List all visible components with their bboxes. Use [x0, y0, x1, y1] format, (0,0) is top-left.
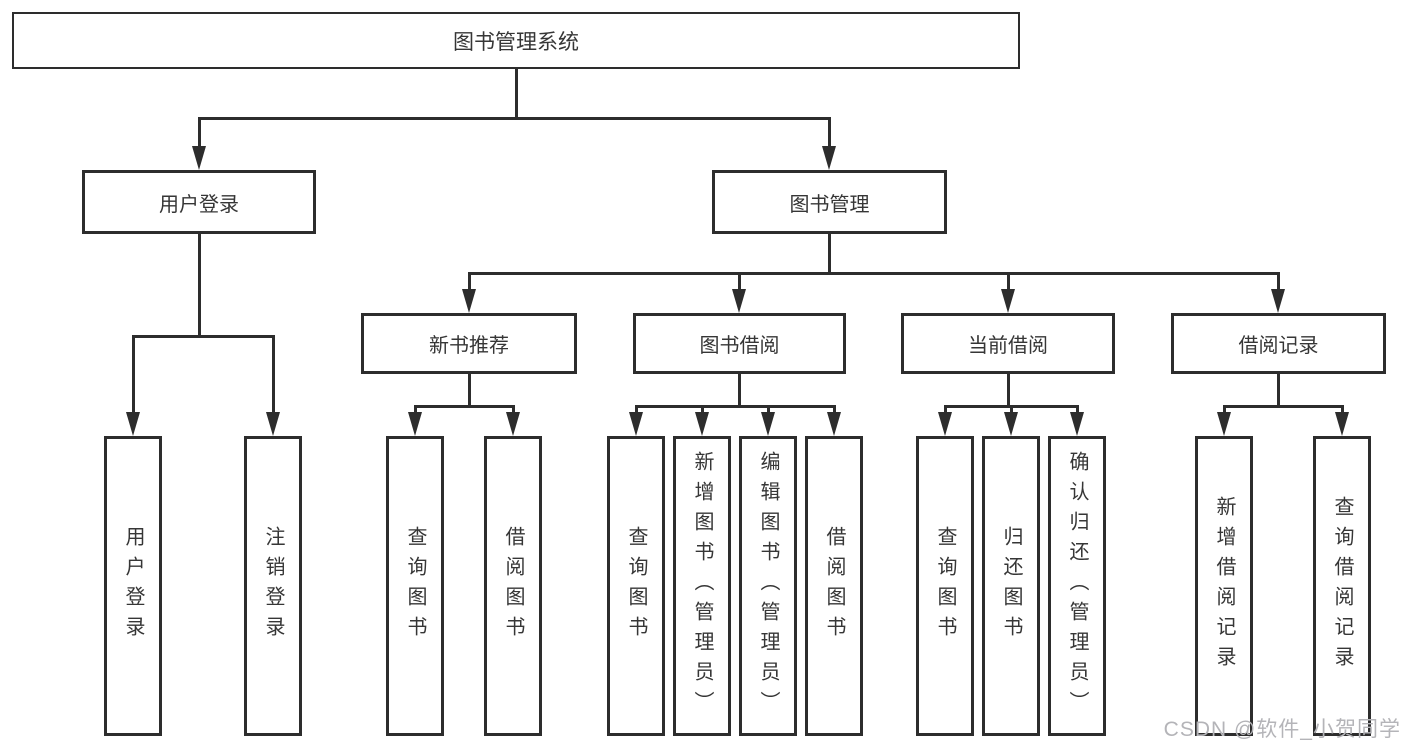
node-leaf-add-borrow-record: 新增借阅记录 — [1195, 436, 1253, 736]
connector-line — [198, 117, 831, 120]
connector-line — [198, 234, 201, 338]
arrowhead-icon — [629, 412, 643, 436]
node-leaf-edit-book-admin: 编辑图书（管理员） — [739, 436, 797, 736]
node-new-book-recommend: 新书推荐 — [361, 313, 577, 374]
node-label: 查询借阅记录 — [1331, 496, 1353, 676]
node-label: 用户登录 — [159, 193, 239, 216]
connector-line — [1007, 272, 1010, 293]
connector-line — [1007, 374, 1010, 408]
node-book-management: 图书管理 — [712, 170, 947, 234]
arrowhead-icon — [1335, 412, 1349, 436]
node-label: 归还图书 — [1000, 526, 1022, 646]
connector-line — [767, 405, 770, 417]
node-leaf-borrow-books: 借阅图书 — [484, 436, 542, 736]
connector-line — [738, 272, 741, 293]
node-leaf-confirm-return-admin: 确认归还（管理员） — [1048, 436, 1106, 736]
node-current-borrow: 当前借阅 — [901, 313, 1115, 374]
connector-line — [1076, 405, 1079, 417]
node-label: 查询图书 — [404, 526, 426, 646]
connector-line — [1223, 405, 1226, 417]
node-label: 借阅记录 — [1238, 335, 1319, 357]
connector-line — [1341, 405, 1344, 417]
arrowhead-icon — [408, 412, 422, 436]
csdn-watermark: CSDN @软件_小贺同学 — [1163, 718, 1401, 741]
node-label: 用户登录 — [122, 526, 144, 646]
arrowhead-icon — [695, 412, 709, 436]
arrowhead-icon — [938, 412, 952, 436]
node-label: 新增借阅记录 — [1213, 496, 1235, 676]
connector-line — [1277, 374, 1280, 408]
node-leaf-return-books: 归还图书 — [982, 436, 1040, 736]
arrowhead-icon — [192, 146, 206, 170]
connector-line — [833, 405, 836, 417]
node-label: 借阅图书 — [823, 526, 845, 646]
arrowhead-icon — [732, 289, 746, 313]
arrowhead-icon — [1217, 412, 1231, 436]
arrowhead-icon — [126, 412, 140, 436]
connector-line — [635, 405, 638, 417]
node-label: 注销登录 — [262, 526, 284, 646]
connector-line — [738, 374, 741, 408]
connector-line — [944, 405, 947, 417]
arrowhead-icon — [827, 412, 841, 436]
node-leaf-query-books: 查询图书 — [607, 436, 665, 736]
node-borrow-records: 借阅记录 — [1171, 313, 1386, 374]
arrowhead-icon — [462, 289, 476, 313]
node-label: 新书推荐 — [429, 335, 509, 357]
connector-line — [414, 405, 417, 417]
node-label: 图书管理 — [789, 193, 870, 216]
arrowhead-icon — [1070, 412, 1084, 436]
node-leaf-query-borrow-record: 查询借阅记录 — [1313, 436, 1371, 736]
arrowhead-icon — [1271, 289, 1285, 313]
connector-line — [468, 272, 1280, 275]
arrowhead-icon — [506, 412, 520, 436]
arrowhead-icon — [822, 146, 836, 170]
connector-line — [515, 68, 518, 120]
connector-line — [132, 335, 275, 338]
arrowhead-icon — [761, 412, 775, 436]
node-label: 当前借阅 — [968, 335, 1048, 357]
node-leaf-user-login: 用户登录 — [104, 436, 162, 736]
connector-line — [701, 405, 704, 417]
connector-line — [414, 405, 515, 408]
node-leaf-logout: 注销登录 — [244, 436, 302, 736]
connector-line — [1277, 272, 1280, 293]
node-label: 查询图书 — [934, 526, 956, 646]
connector-line — [828, 234, 831, 275]
connector-line — [272, 335, 275, 415]
node-label: 借阅图书 — [502, 526, 524, 646]
node-label: 新增图书（管理员） — [691, 451, 713, 721]
connector-line — [132, 335, 135, 415]
node-leaf-borrow-books: 借阅图书 — [805, 436, 863, 736]
arrowhead-icon — [1004, 412, 1018, 436]
connector-line — [1223, 405, 1344, 408]
node-label: 图书管理系统 — [453, 30, 579, 54]
node-leaf-query-books: 查询图书 — [916, 436, 974, 736]
node-label: 查询图书 — [625, 526, 647, 646]
node-user-login: 用户登录 — [82, 170, 316, 234]
node-label: 编辑图书（管理员） — [757, 451, 779, 721]
connector-line — [1010, 405, 1013, 417]
connector-line — [635, 405, 836, 408]
node-label: 图书借阅 — [699, 335, 780, 357]
connector-line — [512, 405, 515, 417]
connector-line — [468, 272, 471, 293]
connector-line — [198, 117, 201, 150]
node-label: 确认归还（管理员） — [1066, 451, 1088, 721]
connector-line — [828, 117, 831, 150]
node-leaf-add-book-admin: 新增图书（管理员） — [673, 436, 731, 736]
node-root-title: 图书管理系统 — [12, 12, 1020, 69]
arrowhead-icon — [266, 412, 280, 436]
node-leaf-query-books: 查询图书 — [386, 436, 444, 736]
arrowhead-icon — [1001, 289, 1015, 313]
node-book-borrow: 图书借阅 — [633, 313, 846, 374]
connector-line — [468, 374, 471, 408]
